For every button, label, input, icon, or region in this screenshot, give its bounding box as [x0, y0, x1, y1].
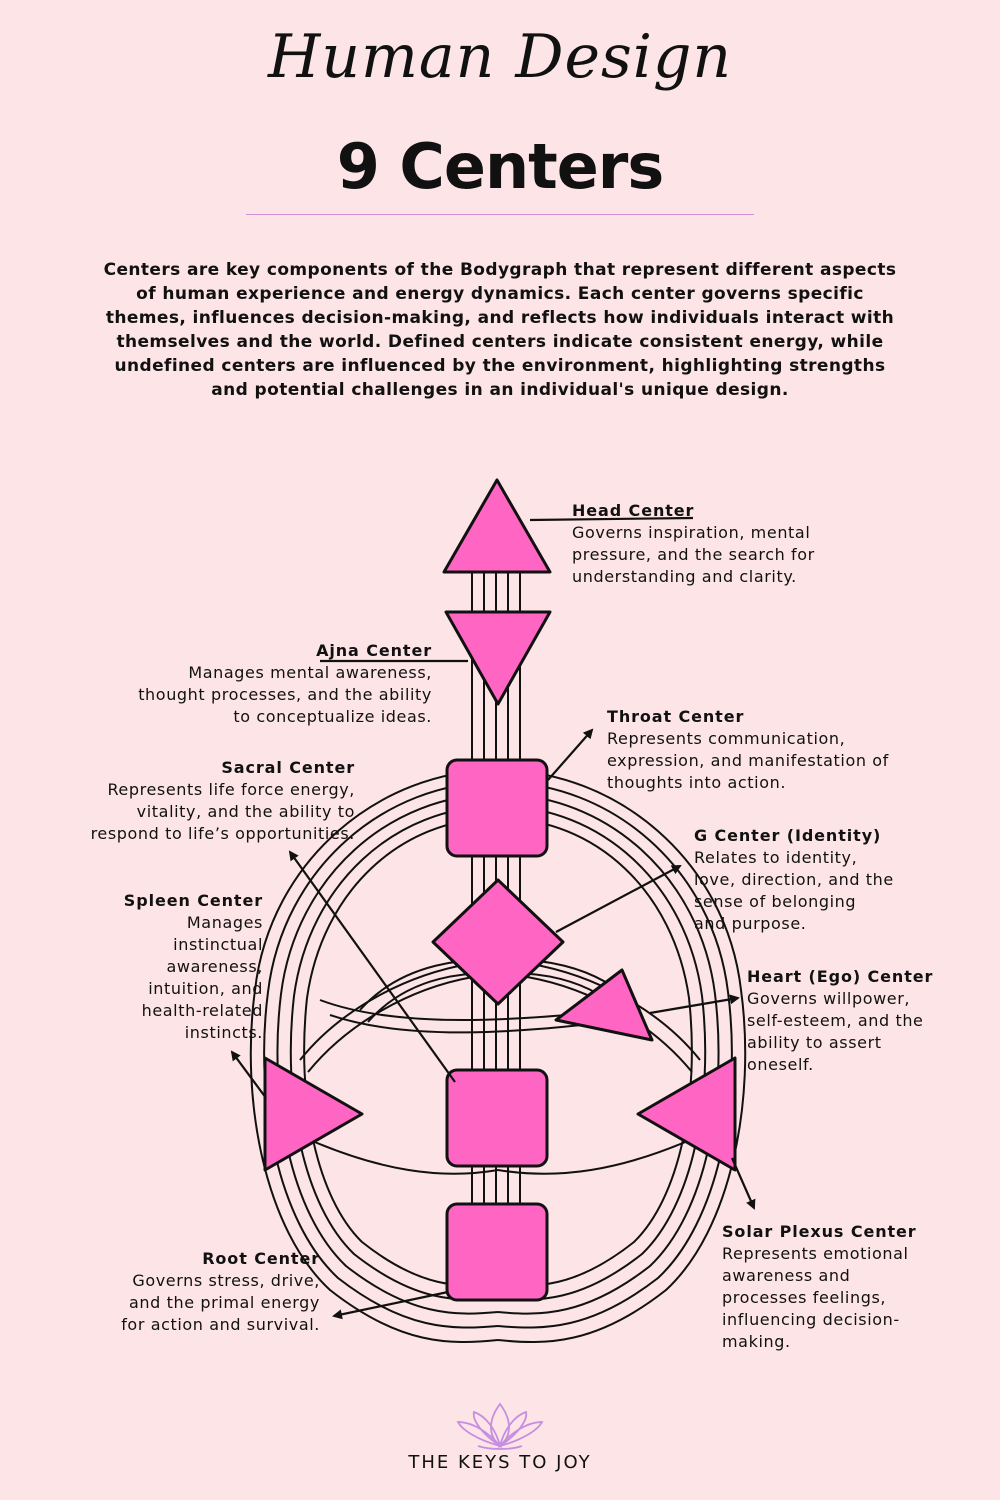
heart-arrow: [649, 994, 740, 1015]
spleen-arrow: [230, 1050, 267, 1099]
head-center-desc: Governs inspiration, mental pressure, an…: [572, 523, 815, 586]
g-arrow: [555, 865, 682, 933]
sacral-center-desc: Represents life force energy, vitality, …: [90, 780, 355, 843]
sacral-center-shape: [445, 1068, 549, 1168]
g-center-desc: Relates to identity, love, direction, an…: [694, 848, 894, 933]
head-center-shape: [442, 478, 552, 574]
solar-plexus-center-desc: Represents emotional awareness and proce…: [722, 1244, 909, 1351]
ajna-center-title: Ajna Center: [316, 641, 432, 660]
heart-center-shape: [554, 968, 654, 1042]
ajna-center-shape: [444, 610, 552, 706]
heart-center-desc: Governs willpower, self-esteem, and the …: [747, 989, 924, 1074]
root-center-title: Root Center: [202, 1249, 320, 1268]
solar-plexus-center-label: Solar Plexus Center Represents emotional…: [722, 1221, 982, 1353]
sacral-arrow: [288, 850, 456, 1083]
g-center-shape: [431, 878, 565, 1006]
brand-name: THE KEYS TO JOY: [408, 1452, 592, 1473]
sacral-center-title: Sacral Center: [221, 758, 355, 777]
root-center-shape: [445, 1202, 549, 1302]
g-center-title: G Center (Identity): [694, 826, 882, 845]
spleen-center-title: Spleen Center: [123, 891, 263, 910]
head-connector: [529, 516, 694, 522]
solar-plexus-center-shape: [636, 1056, 737, 1172]
lotus-logo-icon: [456, 1402, 544, 1450]
throat-center-desc: Represents communication, expression, an…: [607, 729, 889, 792]
sacral-center-label: Sacral Center Represents life force ener…: [40, 757, 355, 845]
script-title: Human Design: [268, 22, 732, 92]
root-arrow: [332, 1290, 449, 1320]
heart-center-label: Heart (Ego) Center Governs willpower, se…: [747, 966, 987, 1076]
intro-paragraph: Centers are key components of the Bodygr…: [103, 260, 897, 400]
spleen-center-shape: [263, 1056, 364, 1172]
g-center-label: G Center (Identity) Relates to identity,…: [694, 825, 934, 935]
head-center-title: Head Center: [572, 501, 695, 520]
page-title: 9 Centers: [336, 130, 665, 203]
spleen-center-label: Spleen Center Manages instinctual awaren…: [60, 890, 263, 1044]
solar-arrow: [730, 1157, 756, 1210]
solar-plexus-center-title: Solar Plexus Center: [722, 1222, 917, 1241]
head-center-label: Head Center Governs inspiration, mental …: [572, 500, 872, 588]
throat-center-shape: [445, 758, 549, 858]
spleen-center-desc: Manages instinctual awareness, intuition…: [141, 913, 263, 1042]
heart-center-title: Heart (Ego) Center: [747, 967, 934, 986]
throat-arrow: [547, 728, 594, 781]
root-center-label: Root Center Governs stress, drive, and t…: [60, 1248, 320, 1336]
title-divider: [246, 214, 754, 215]
root-center-desc: Governs stress, drive, and the primal en…: [121, 1271, 320, 1334]
throat-center-label: Throat Center Represents communication, …: [607, 706, 937, 794]
ajna-center-label: Ajna Center Manages mental awareness, th…: [92, 640, 432, 728]
ajna-center-desc: Manages mental awareness, thought proces…: [138, 663, 432, 726]
throat-center-title: Throat Center: [607, 707, 745, 726]
